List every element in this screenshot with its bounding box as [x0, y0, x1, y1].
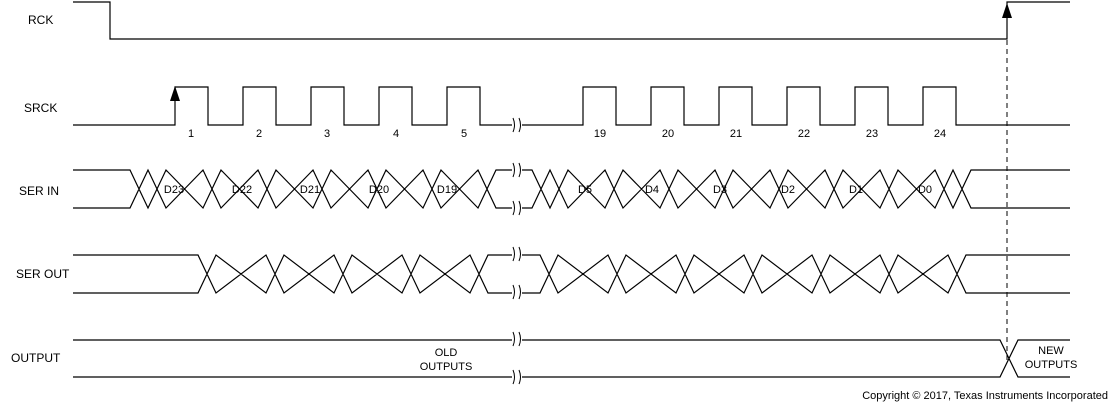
srck-pulse-number: 1 [188, 128, 194, 140]
srck-pulse-number: 3 [324, 128, 330, 140]
ser-in-cell: D21 [300, 184, 320, 196]
copyright-notice: Copyright © 2017, Texas Instruments Inco… [862, 390, 1108, 402]
srck-waveform-first [73, 86, 512, 126]
srck-pulse-number: 19 [594, 128, 606, 140]
ser-in-cell: D3 [713, 184, 727, 196]
old-outputs-label-line1: OLD [435, 347, 458, 359]
srck-pulse-number: 24 [934, 128, 946, 140]
new-outputs-label-line2: OUTPUTS [1025, 359, 1078, 371]
ser-in-cell: D22 [232, 184, 252, 196]
srck-rising-edge-arrow [170, 86, 180, 101]
srck-label: SRCK [24, 101, 57, 115]
rck-rising-edge-arrow [1002, 3, 1012, 18]
ser-in-cell: D0 [918, 184, 932, 196]
srck-pulse-number: 22 [798, 128, 810, 140]
ser-in-label: SER IN [19, 184, 59, 198]
ser-in-cell: D2 [781, 184, 795, 196]
ser-in-bus [73, 168, 1070, 210]
srck-pulse-number: 5 [461, 128, 467, 140]
ser-out-label: SER OUT [16, 267, 70, 281]
output-label: OUTPUT [11, 351, 61, 365]
ser-in-cell: D1 [849, 184, 863, 196]
time-break-markers [512, 117, 521, 385]
ser-in-cell: D5 [578, 184, 592, 196]
output-bus [73, 339, 1070, 378]
ser-out-bus [73, 254, 1070, 294]
srck-pulse-number: 20 [662, 128, 674, 140]
new-outputs-label-line1: NEW [1038, 345, 1064, 357]
ser-in-cell: D23 [164, 184, 184, 196]
srck-pulse-number: 21 [730, 128, 742, 140]
ser-in-cell: D19 [437, 184, 457, 196]
ser-in-cell: D20 [369, 184, 389, 196]
srck-waveform-last [522, 86, 1070, 126]
rck-label: RCK [28, 13, 53, 27]
rck-waveform [73, 1, 1070, 40]
ser-in-cell: D4 [645, 184, 659, 196]
srck-pulse-number: 2 [256, 128, 262, 140]
old-outputs-label-line2: OUTPUTS [420, 361, 473, 373]
srck-pulse-number: 23 [866, 128, 878, 140]
srck-pulse-number: 4 [393, 128, 399, 140]
